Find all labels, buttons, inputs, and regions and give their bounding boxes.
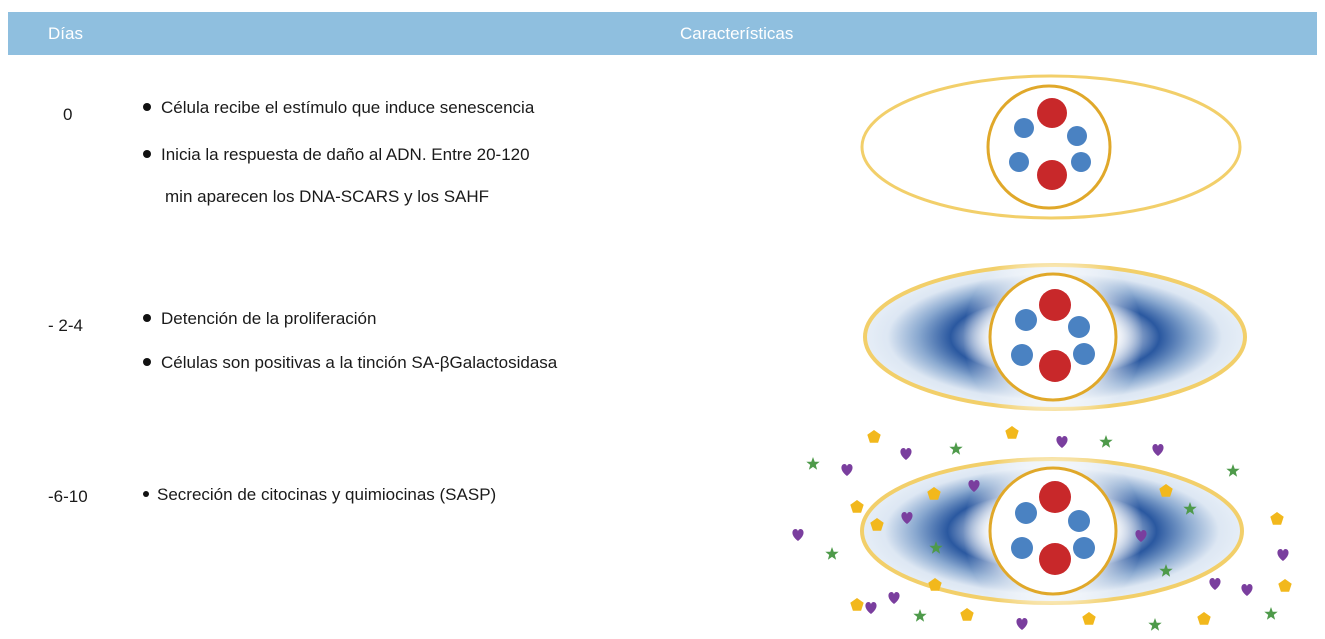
- factor-star: [913, 609, 927, 622]
- cell-stage-0: [860, 74, 1242, 220]
- chemokine-heart: [1241, 584, 1253, 596]
- cytokine-pentagon: [960, 608, 974, 621]
- chemokine-heart: [865, 602, 877, 614]
- chemokine-heart: [792, 529, 804, 541]
- factor-star: [1264, 607, 1278, 620]
- chromosome-blue: [1068, 316, 1090, 338]
- factor-star: [1099, 435, 1113, 448]
- cytokine-pentagon: [1270, 512, 1284, 525]
- stage-1-bullet-1-text: Detención de la proliferación: [161, 309, 377, 328]
- nucleus: [988, 466, 1118, 596]
- factor-star: [949, 442, 963, 455]
- chromosome-blue: [1071, 152, 1091, 172]
- cell-stage-6-10: [860, 441, 1244, 621]
- chromosome-blue: [1068, 510, 1090, 532]
- bullet-dot: [143, 490, 149, 497]
- cell-stage-2-4: [863, 247, 1247, 427]
- cytokine-pentagon: [850, 500, 864, 513]
- chemokine-heart: [1016, 618, 1028, 630]
- stage-1-bullet-1: Detención de la proliferación: [143, 309, 376, 329]
- chromosome-blue: [1067, 126, 1087, 146]
- stage-day-2-4: - 2-4: [48, 316, 83, 335]
- cytokine-pentagon: [850, 598, 864, 611]
- nucleus: [986, 84, 1112, 210]
- stage-1-bullet-2: Células son positivas a la tinción SA-βG…: [143, 353, 557, 373]
- stage-2-bullet-1-text: Secreción de citocinas y quimiocinas (SA…: [157, 485, 497, 504]
- stage-2-bullet-1: Secreción de citocinas y quimiocinas (SA…: [143, 485, 496, 505]
- factor-star: [1226, 464, 1240, 477]
- nucleus: [988, 272, 1118, 402]
- chemokine-heart: [1209, 578, 1221, 590]
- stage-0-bullet-2: Inicia la respuesta de daño al ADN. Entr…: [143, 145, 530, 165]
- chromosome-blue: [1009, 152, 1029, 172]
- bullet-dot: [143, 102, 151, 111]
- chromosome-red: [1039, 350, 1071, 382]
- chromosome-blue: [1015, 502, 1037, 524]
- stage-1-bullet-2-text: Células son positivas a la tinción SA-βG…: [161, 353, 558, 372]
- cytokine-pentagon: [867, 430, 881, 443]
- chromosome-blue: [1011, 344, 1033, 366]
- factor-star: [1148, 618, 1162, 631]
- chromosome-blue: [1011, 537, 1033, 559]
- header-characteristics: Características: [680, 24, 794, 43]
- factor-star: [825, 547, 839, 560]
- chromosome-red: [1037, 160, 1067, 190]
- chromosome-blue: [1073, 537, 1095, 559]
- bullet-dot: [143, 149, 151, 158]
- chemokine-heart: [888, 592, 900, 604]
- chromosome-red: [1039, 543, 1071, 575]
- cytokine-pentagon: [1005, 426, 1019, 439]
- chromosome-red: [1037, 98, 1067, 128]
- stage-0-bullet-2-text: Inicia la respuesta de daño al ADN. Entr…: [161, 145, 530, 164]
- stage-day-6-10: -6-10: [48, 487, 88, 506]
- cytokine-pentagon: [1197, 612, 1211, 625]
- header-days: Días: [48, 24, 83, 43]
- chemokine-heart: [900, 448, 912, 460]
- chemokine-heart: [1277, 549, 1289, 561]
- stage-0-bullet-2-continuation: min aparecen los DNA-SCARS y los SAHF: [165, 187, 490, 206]
- chemokine-heart: [841, 464, 853, 476]
- chromosome-blue: [1015, 309, 1037, 331]
- stage-day-0: 0: [63, 105, 73, 124]
- bullet-dot: [143, 357, 151, 366]
- stage-0-bullet-1-text: Célula recibe el estímulo que induce sen…: [161, 98, 535, 117]
- chemokine-heart: [1152, 444, 1164, 456]
- chromosome-red: [1039, 481, 1071, 513]
- chromosome-red: [1039, 289, 1071, 321]
- bullet-dot: [143, 313, 151, 322]
- table-header: Días Características: [8, 12, 1317, 55]
- factor-star: [806, 457, 820, 470]
- cytokine-pentagon: [1278, 579, 1292, 592]
- chromosome-blue: [1073, 343, 1095, 365]
- stage-0-bullet-1: Célula recibe el estímulo que induce sen…: [143, 98, 534, 118]
- chromosome-blue: [1014, 118, 1034, 138]
